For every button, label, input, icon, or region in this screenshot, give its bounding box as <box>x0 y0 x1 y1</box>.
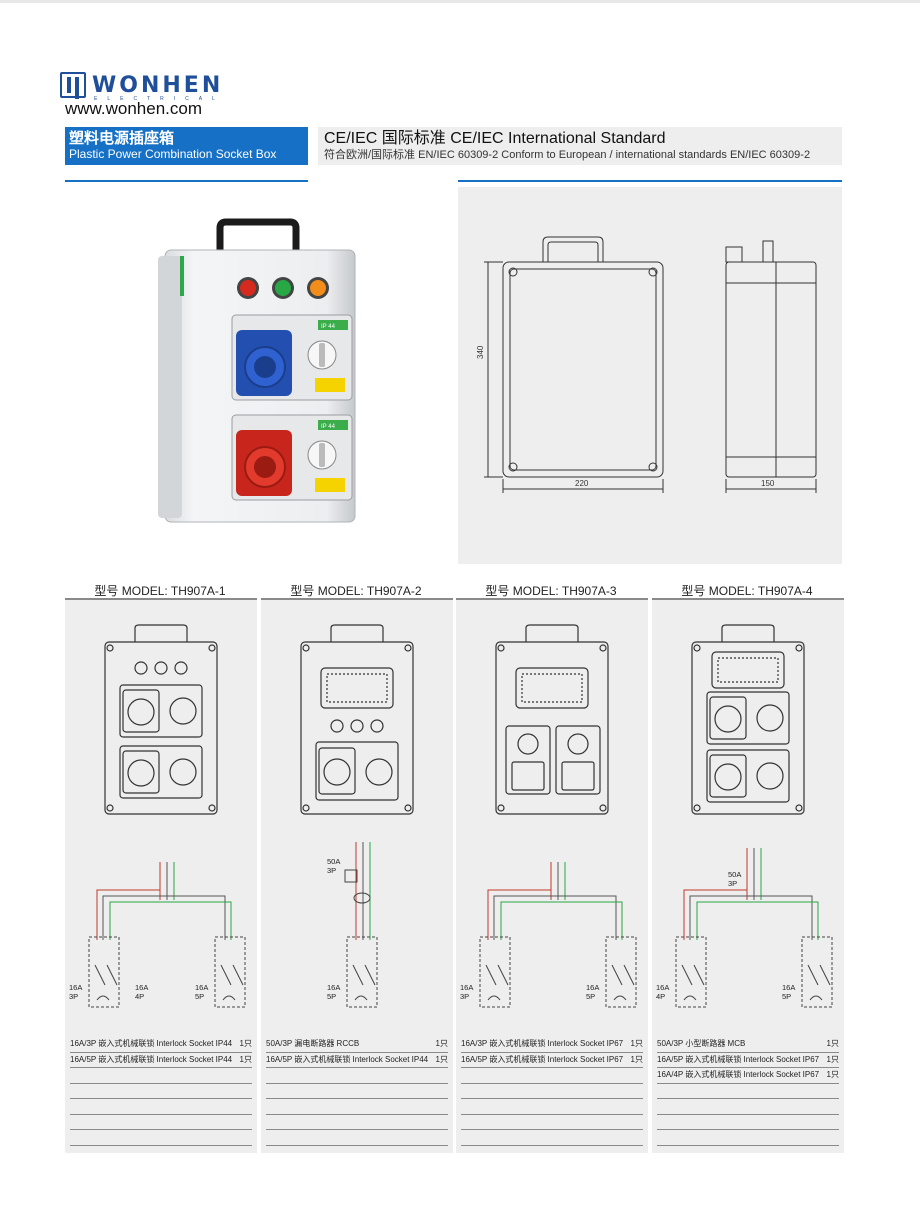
part-row-empty <box>266 1115 448 1130</box>
dimension-depth: 150 <box>761 479 775 488</box>
product-title-box: 塑料电源插座箱 Plastic Power Combination Socket… <box>65 127 308 165</box>
part-row-empty <box>70 1099 252 1115</box>
brand-subtitle: ELECTRICAL <box>94 96 225 102</box>
model-3-drawing <box>479 624 637 1008</box>
divider-right <box>458 180 842 182</box>
part-row-empty <box>461 1084 643 1099</box>
part-row-empty <box>657 1084 839 1099</box>
model-1-drawing <box>88 624 246 1008</box>
model-title-4: 型号 MODEL: TH907A-4 <box>681 584 813 598</box>
part-row-empty <box>266 1130 448 1146</box>
part-row-empty <box>70 1115 252 1130</box>
part-row-empty <box>461 1068 643 1084</box>
brand-name: WONHEN <box>92 73 224 98</box>
standard-box: CE/IEC 国际标准 CE/IEC International Standar… <box>318 127 842 165</box>
model-title-2: 型号 MODEL: TH907A-2 <box>290 584 422 598</box>
brand-block: WONHEN ELECTRICAL www.wonhen.com <box>60 72 260 122</box>
model-2-drawing <box>300 624 414 1008</box>
dimension-drawing-svg <box>484 236 817 493</box>
part-row-empty <box>70 1084 252 1099</box>
brand-logo-icon <box>60 72 86 99</box>
part-row-empty <box>266 1068 448 1084</box>
standard-subtitle: 符合欧洲/国际标准 EN/IEC 60309-2 Conform to Euro… <box>324 149 811 161</box>
lamp-orange-icon <box>310 280 326 296</box>
lamp-red-icon <box>240 280 256 296</box>
model-title-3: 型号 MODEL: TH907A-3 <box>485 584 617 598</box>
dimension-drawing: 340 220 150 <box>458 187 842 564</box>
ip-badge-bottom: IP 44 <box>321 424 336 430</box>
part-row-empty <box>461 1099 643 1115</box>
product-photo: IP 44 IP 44 <box>150 210 370 530</box>
product-title-cn: 塑料电源插座箱 <box>69 130 175 147</box>
part-row-empty <box>657 1099 839 1115</box>
part-row-empty <box>657 1115 839 1130</box>
part-row-empty <box>70 1068 252 1084</box>
top-border <box>0 0 920 3</box>
product-photo-illustration: IP 44 IP 44 <box>158 218 356 523</box>
ip-badge-top: IP 44 <box>321 324 336 330</box>
part-row-empty <box>461 1115 643 1130</box>
part-row-empty <box>266 1099 448 1115</box>
part-row-empty <box>70 1130 252 1146</box>
dimension-width: 220 <box>575 479 589 488</box>
standard-title: CE/IEC 国际标准 CE/IEC International Standar… <box>324 130 666 147</box>
brand-url: www.wonhen.com <box>65 99 203 118</box>
divider-left <box>65 180 308 182</box>
lamp-green-icon <box>275 280 291 296</box>
model-title-1: 型号 MODEL: TH907A-1 <box>94 584 226 598</box>
product-title-en: Plastic Power Combination Socket Box <box>69 147 277 161</box>
model-4-drawing <box>675 624 833 1008</box>
dimension-height: 340 <box>476 345 485 359</box>
part-row-empty <box>266 1084 448 1099</box>
part-row-empty <box>461 1130 643 1146</box>
part-row-empty <box>657 1130 839 1146</box>
